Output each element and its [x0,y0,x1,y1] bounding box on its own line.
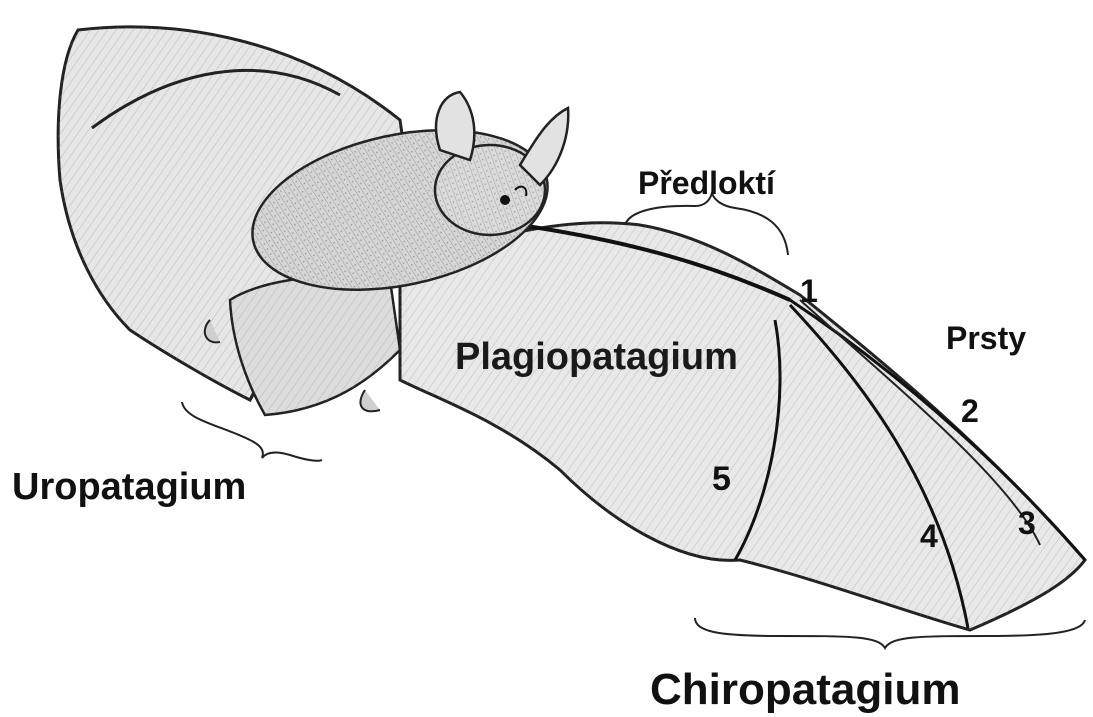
label-uropatagium: Uropatagium [12,468,246,506]
digit-1-label: 1 [800,275,818,307]
right-ear [520,108,568,185]
digit-4-label: 4 [920,520,938,552]
left-ear [436,92,474,160]
right-foot [360,390,380,411]
digit-3-label: 3 [1018,507,1036,539]
label-prsty: Prsty [946,322,1026,354]
digit-5-label: 5 [712,462,731,496]
eye [500,195,510,205]
label-predlokti: Předloktí [638,167,775,199]
label-plagiopatagium: Plagiopatagium [455,338,738,376]
digit-2-label: 2 [961,395,979,427]
label-chiropatagium: Chiropatagium [650,668,960,712]
brace-uropatagium [182,402,322,461]
brace-chiropatagium [695,618,1085,648]
